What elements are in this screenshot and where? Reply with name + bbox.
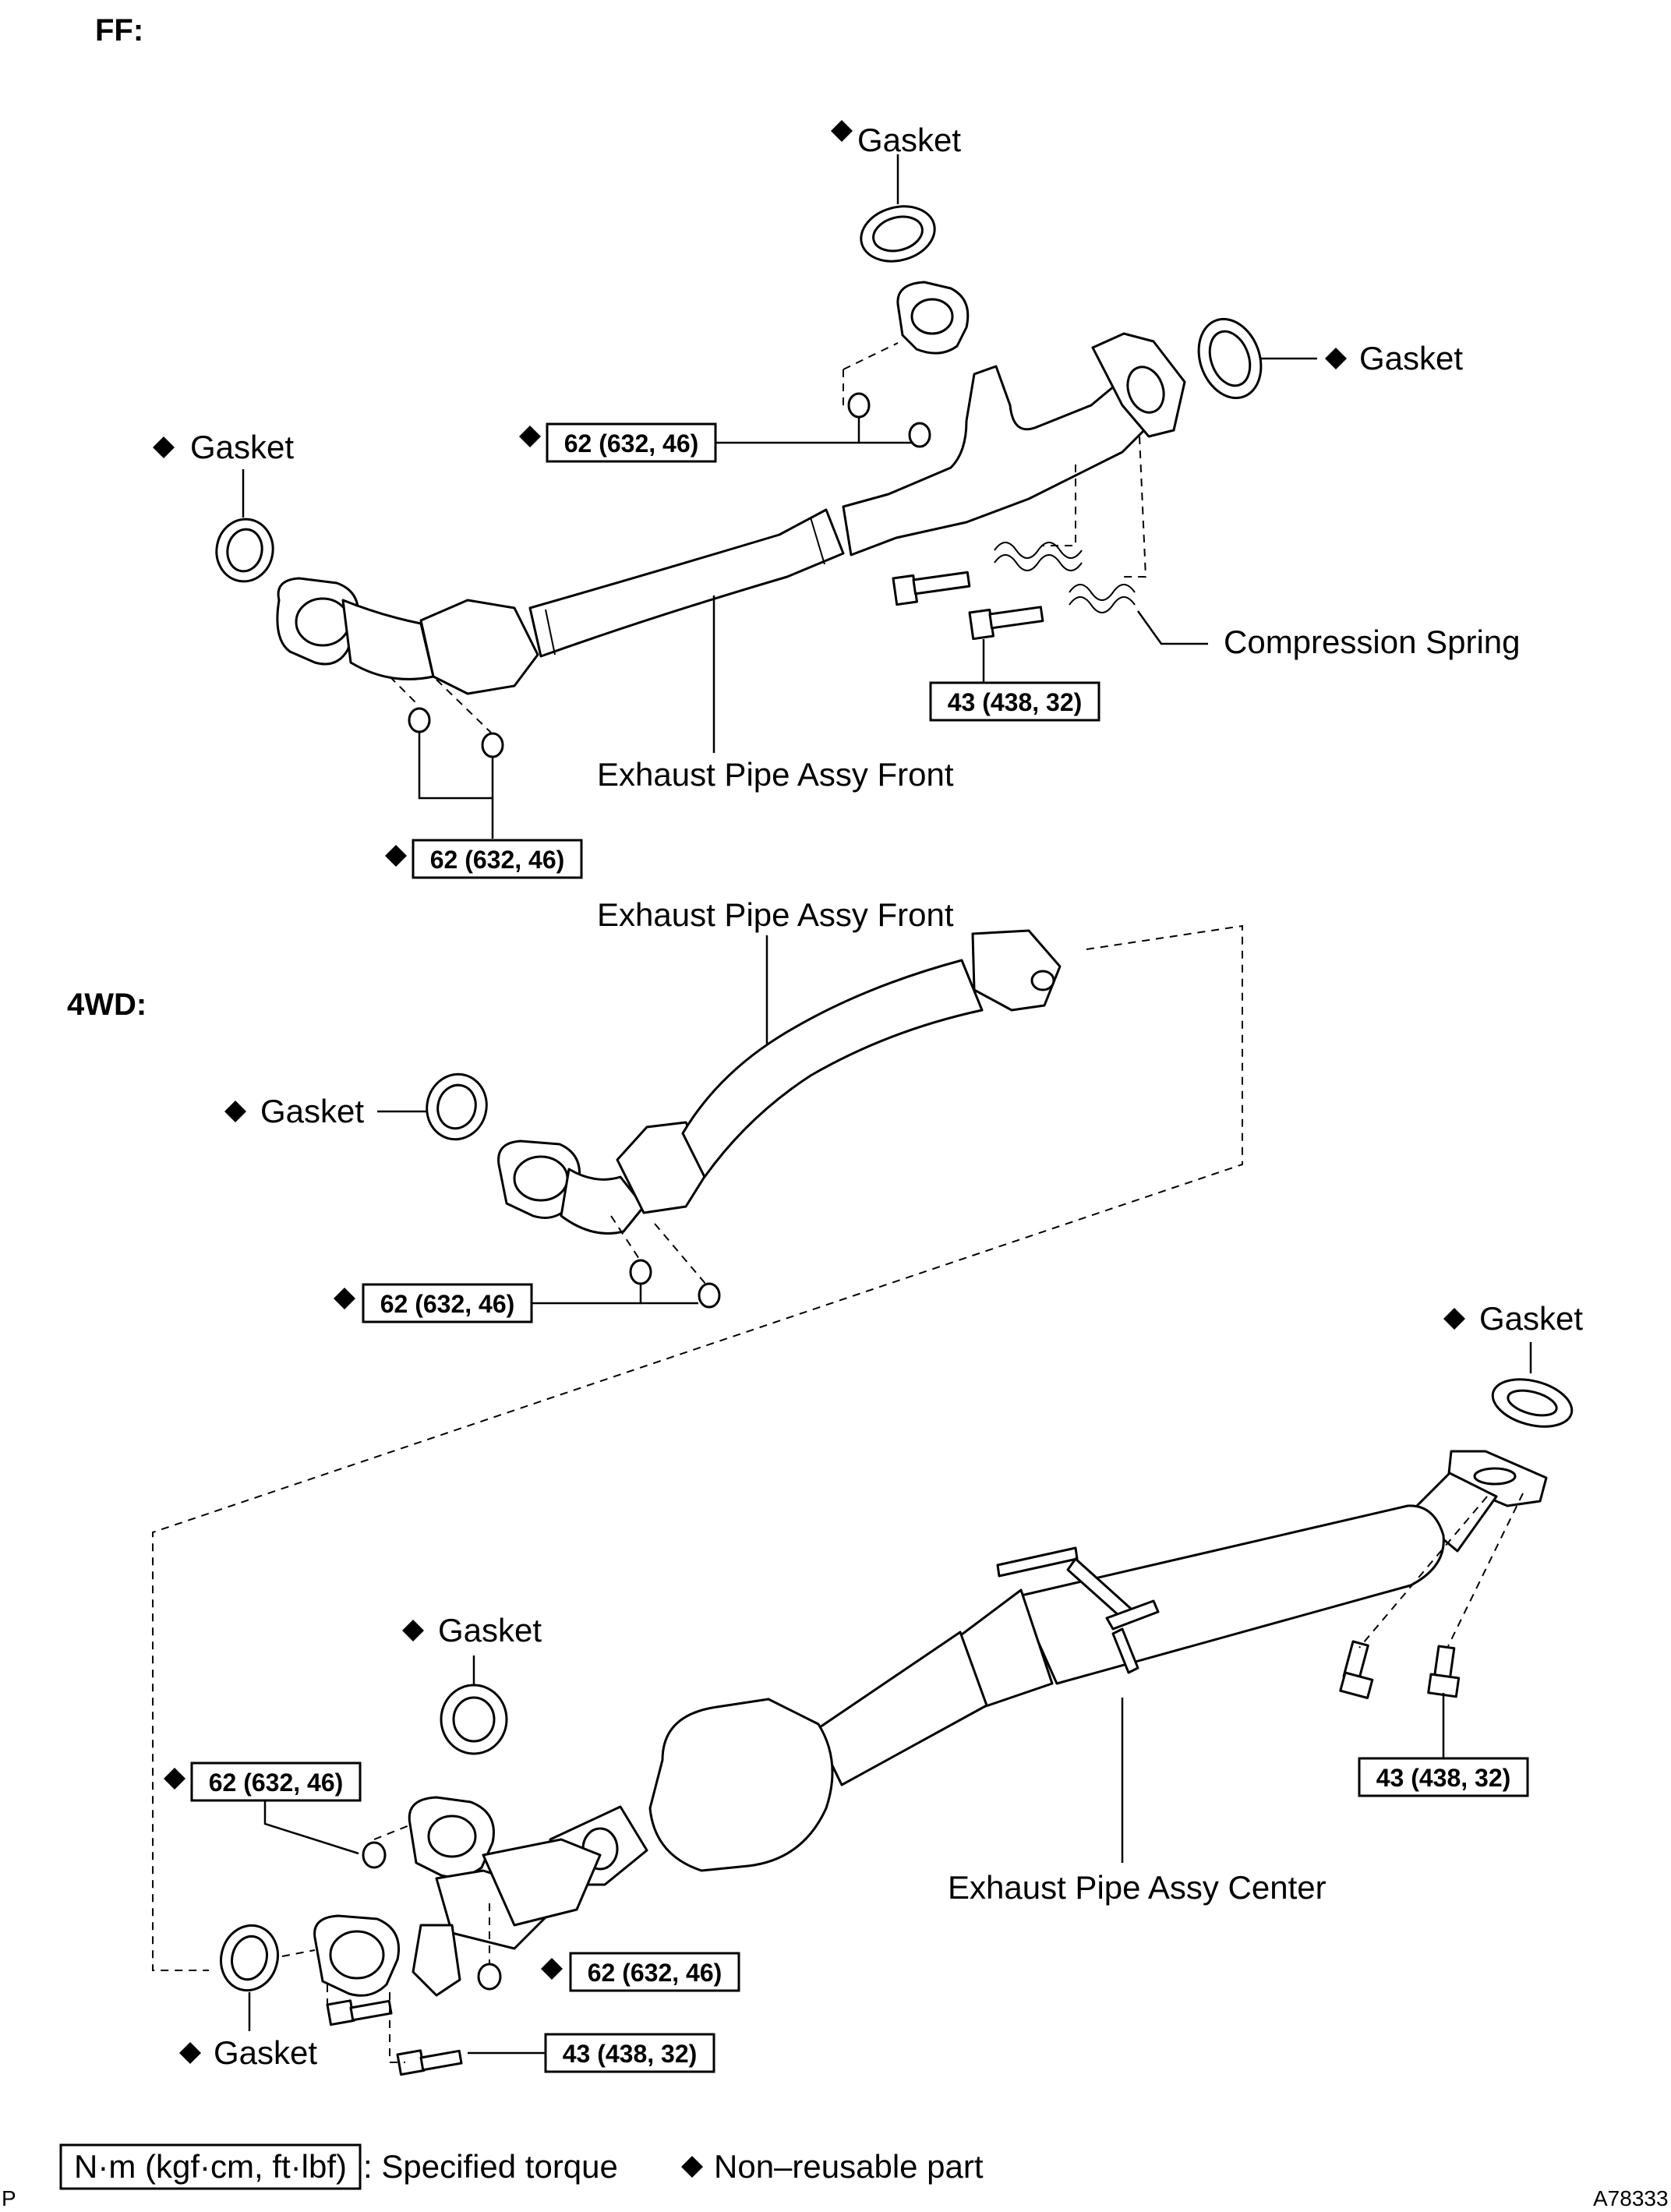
non-reusable-icon	[1325, 348, 1347, 369]
ff-gasket-top: Gasket	[831, 120, 961, 263]
fwd-torque-left-label: 62 (632, 46)	[209, 1769, 344, 1797]
section-4wd-header: 4WD:	[67, 988, 147, 1022]
non-reusable-icon	[519, 426, 541, 447]
fwd-gasket-front: Gasket	[224, 1072, 488, 1141]
non-reusable-icon	[541, 1958, 563, 1980]
non-reusable-icon	[831, 120, 853, 142]
fwd-gasket-rear: Gasket	[1443, 1300, 1583, 1428]
fwd-rear-bolts	[1339, 1640, 1461, 1699]
corner-left-mark: P	[2, 2186, 16, 2210]
ff-torque-upper-label: 62 (632, 46)	[564, 429, 699, 458]
ff-compression-springs	[994, 542, 1208, 645]
fwd-torque-front-label: 62 (632, 46)	[380, 1290, 515, 1318]
fwd-torque-rear-label: 43 (438, 32)	[1376, 1764, 1511, 1792]
fwd-torque-bolt: 43 (438, 32)	[468, 2033, 715, 2073]
fwd-torque-front: 62 (632, 46)	[334, 1283, 698, 1323]
non-reusable-icon	[681, 2156, 703, 2178]
non-reusable-icon	[402, 1620, 424, 1641]
fwd-front-mount-drawing	[313, 1796, 602, 2076]
ff-torque-upper: 62 (632, 46)	[519, 418, 913, 463]
non-reusable-icon	[164, 1768, 185, 1790]
legend-unit-box: N·m (kgf·cm, ft·lbf)	[74, 2148, 347, 2185]
ff-gasket-right-label: Gasket	[1359, 340, 1463, 376]
fwd-pipe-front-label: Exhaust Pipe Assy Front	[597, 896, 954, 933]
legend-specified-torque: : Specified torque	[363, 2148, 618, 2185]
ff-gasket-right: Gasket	[1197, 317, 1463, 400]
fwd-exhaust-pipe-center-drawing	[549, 1450, 1548, 1886]
fwd-torque-rear: 43 (438, 32)	[1358, 1693, 1529, 1797]
ff-torque-bolt-label: 43 (438, 32)	[948, 688, 1083, 716]
non-reusable-icon	[385, 845, 407, 867]
fwd-gasket-front-label: Gasket	[260, 1093, 364, 1129]
ff-torque-lower: 62 (632, 46)	[385, 733, 583, 879]
fwd-gasket-rear-label: Gasket	[1479, 1300, 1583, 1337]
fwd-torque-nut-label: 62 (632, 46)	[588, 1959, 722, 1987]
legend-non-reusable: Non–reusable part	[714, 2148, 984, 2185]
fwd-torque-left: 62 (632, 46)	[164, 1761, 362, 1855]
ff-bolts	[892, 571, 1044, 641]
non-reusable-icon	[334, 1288, 355, 1309]
non-reusable-icon	[1443, 1308, 1465, 1330]
fwd-gasket-bottom-label: Gasket	[214, 2034, 317, 2071]
ff-torque-lower-label: 62 (632, 46)	[430, 846, 565, 874]
section-ff-header: FF:	[95, 13, 143, 48]
ff-exhaust-pipe-front-drawing	[276, 281, 1186, 758]
ff-compression-spring-label: Compression Spring	[1224, 624, 1521, 660]
ff-gasket-left: Gasket	[153, 429, 294, 583]
fwd-exhaust-pipe-front-drawing	[497, 929, 1062, 1309]
non-reusable-icon	[224, 1101, 246, 1122]
ff-torque-bolt: 43 (438, 32)	[929, 639, 1100, 722]
non-reusable-icon	[153, 436, 175, 458]
figure-code: A78333	[1593, 2186, 1669, 2210]
legend: N·m (kgf·cm, ft·lbf) : Specified torque …	[59, 2143, 984, 2190]
ff-gasket-top-label: Gasket	[857, 122, 961, 158]
fwd-torque-nut: 62 (632, 46)	[541, 1952, 740, 1992]
ff-gasket-left-label: Gasket	[190, 429, 294, 465]
fwd-pipe-center-label: Exhaust Pipe Assy Center	[948, 1869, 1327, 1906]
fwd-torque-bolt-label: 43 (438, 32)	[563, 2040, 698, 2068]
fwd-gasket-mid: Gasket	[402, 1612, 542, 1755]
ff-pipe-front-label: Exhaust Pipe Assy Front	[597, 756, 954, 793]
non-reusable-icon	[179, 2042, 201, 2064]
fwd-gasket-mid-label: Gasket	[438, 1612, 542, 1648]
fwd-gasket-bottom: Gasket	[179, 1924, 317, 2071]
